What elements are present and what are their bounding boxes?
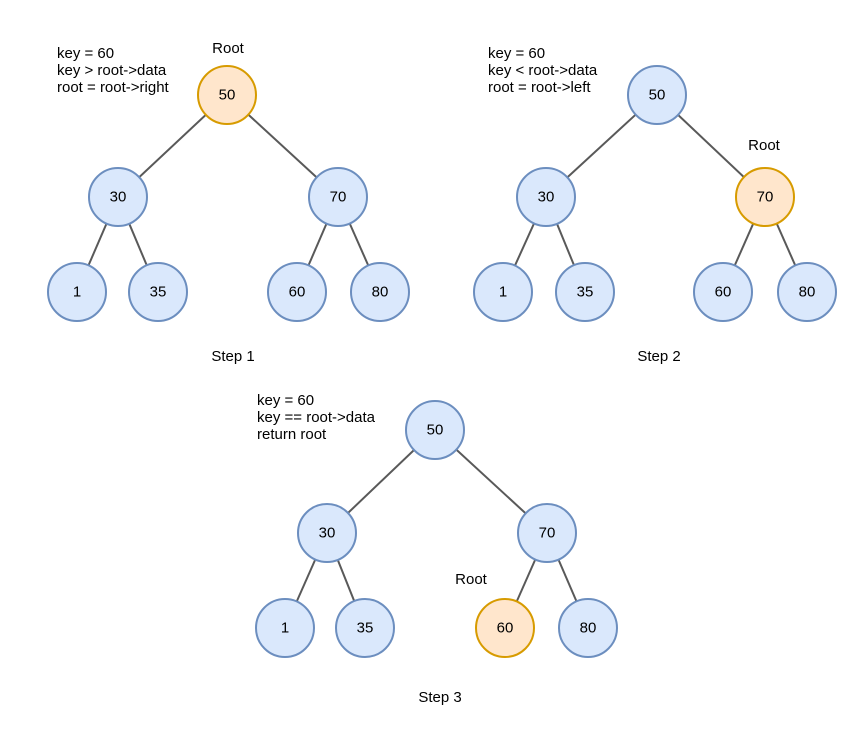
tree-node-label: 80 xyxy=(580,620,597,637)
tree-node-35-step-1 xyxy=(128,262,188,322)
tree-node-label: 60 xyxy=(715,284,732,301)
annotation-line: root = root->left xyxy=(488,79,591,96)
tree-node-label: 35 xyxy=(150,284,167,301)
tree-node-60-step-2 xyxy=(693,262,753,322)
tree-node-label: 35 xyxy=(577,284,594,301)
annotation-line: return root xyxy=(257,426,327,443)
tree-node-80-step-3 xyxy=(558,598,618,658)
tree-node-1-step-2 xyxy=(473,262,533,322)
annotation-line: key = 60 xyxy=(57,45,115,62)
tree-node-label: 50 xyxy=(649,87,666,104)
tree-node-label: 70 xyxy=(330,189,347,206)
tree-node-label: 80 xyxy=(372,284,389,301)
tree-node-60-step-1 xyxy=(267,262,327,322)
tree-node-80-step-2 xyxy=(777,262,837,322)
tree-node-50-step-2 xyxy=(627,65,687,125)
tree-node-label: 30 xyxy=(538,189,555,206)
annotation-line: key < root->data xyxy=(488,62,598,79)
tree-node-35-step-2 xyxy=(555,262,615,322)
tree-node-70-step-1 xyxy=(308,167,368,227)
root-pointer-label-step-1: Root xyxy=(212,40,244,57)
root-pointer-label-step-2: Root xyxy=(748,137,780,154)
tree-node-35-step-3 xyxy=(335,598,395,658)
tree-node-label: 70 xyxy=(539,525,556,542)
tree-node-50-step-3 xyxy=(405,400,465,460)
tree-node-30-step-3 xyxy=(297,503,357,563)
step-caption-2: Step 2 xyxy=(637,348,681,365)
tree-node-1-step-1 xyxy=(47,262,107,322)
annotation-line: key > root->data xyxy=(57,62,167,79)
tree-node-label: 80 xyxy=(799,284,816,301)
tree-node-80-step-1 xyxy=(350,262,410,322)
annotation-step-1: key = 60 key > root->data root = root->r… xyxy=(57,45,169,96)
tree-node-label: 30 xyxy=(110,189,127,206)
tree-node-label: 60 xyxy=(289,284,306,301)
tree-node-30-step-2 xyxy=(516,167,576,227)
step-caption-3: Step 3 xyxy=(418,689,462,706)
tree-node-60-step-3 xyxy=(475,598,535,658)
tree-node-70-step-2 xyxy=(735,167,795,227)
annotation-step-2: key = 60 key < root->data root = root->l… xyxy=(488,45,597,96)
step-caption-1: Step 1 xyxy=(211,348,255,365)
tree-node-50-step-1 xyxy=(197,65,257,125)
tree-node-label: 1 xyxy=(499,284,507,301)
tree-node-1-step-3 xyxy=(255,598,315,658)
annotation-line: root = root->right xyxy=(57,79,169,96)
annotation-line: key = 60 xyxy=(257,392,315,409)
annotation-line: key = 60 xyxy=(488,45,546,62)
tree-node-70-step-3 xyxy=(517,503,577,563)
tree-node-label: 30 xyxy=(319,525,336,542)
tree-node-label: 50 xyxy=(427,422,444,439)
root-pointer-label-step-3: Root xyxy=(455,571,487,588)
tree-node-label: 1 xyxy=(281,620,289,637)
tree-node-label: 60 xyxy=(497,620,514,637)
annotation-line: key == root->data xyxy=(257,409,375,426)
annotation-step-3: key = 60 key == root->data return root xyxy=(257,392,375,443)
tree-node-label: 1 xyxy=(73,284,81,301)
tree-node-label: 35 xyxy=(357,620,374,637)
tree-node-label: 70 xyxy=(757,189,774,206)
tree-node-label: 50 xyxy=(219,87,236,104)
tree-node-30-step-1 xyxy=(88,167,148,227)
